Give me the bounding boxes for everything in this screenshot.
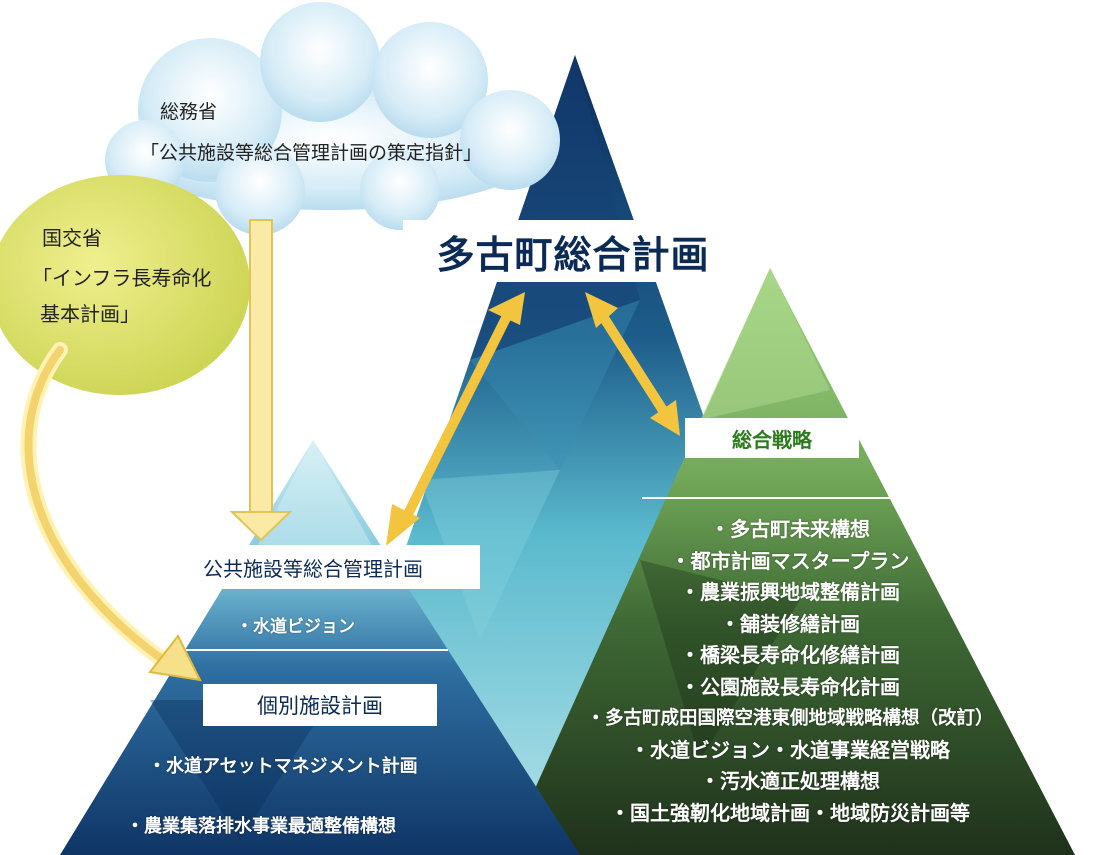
public-facility-item: ・水道ビジョン bbox=[236, 617, 355, 637]
kokkosho-plan-line1: 「インフラ長寿命化 bbox=[32, 266, 212, 290]
public-facility-pyramid bbox=[60, 440, 580, 855]
strategy-item: ・舗装修繕計画 bbox=[720, 611, 860, 636]
main-public-double-arrow bbox=[386, 292, 525, 546]
main-strategy-double-arrow bbox=[585, 292, 680, 436]
individual-plan-title: 個別施設計画 bbox=[203, 684, 437, 726]
public-facility-title-text: 公共施設等総合管理計画 bbox=[203, 556, 423, 581]
soumusho-arrowhead bbox=[229, 511, 293, 542]
strategy-pyramid-facet bbox=[640, 560, 800, 760]
strategy-item: ・水道ビジョン・水道事業経営戦略 bbox=[630, 737, 950, 762]
individual-plan-item: ・水道アセットマネジメント計画 bbox=[148, 756, 418, 777]
public-facility-pyramid-facet bbox=[150, 700, 330, 840]
strategy-item: ・公園施設長寿命化計画 bbox=[680, 674, 900, 699]
strategy-pyramid-facet bbox=[700, 268, 830, 420]
kokkosho-label: 国交省 bbox=[42, 226, 102, 250]
kokkosho-arrow bbox=[20, 342, 178, 673]
strategy-item: ・農業振興地域整備計画 bbox=[680, 580, 900, 604]
kokkosho-bubble bbox=[0, 175, 250, 395]
strategy-title: 総合戦略 bbox=[685, 418, 859, 458]
strategy-item: ・多古町成田国際空港東側地域戦略構想（改訂） bbox=[586, 708, 994, 729]
main-pyramid-facet bbox=[470, 300, 640, 470]
strategy-pyramid bbox=[505, 268, 1075, 855]
public-facility-title: 公共施設等総合管理計画 bbox=[146, 545, 480, 589]
strategy-item: ・多古町未来構想 bbox=[710, 517, 870, 541]
strategy-list: ・多古町未来構想 ・都市計画マスタープラン ・農業振興地域整備計画 ・舗装修繕計… bbox=[505, 514, 1075, 829]
strategy-item: ・都市計画マスタープラン bbox=[670, 548, 910, 573]
main-pyramid-facet bbox=[420, 470, 560, 640]
strategy-item: ・橋梁長寿命化修繕計画 bbox=[680, 643, 900, 667]
individual-plan-item: ・農業集落排水事業最適整備構想 bbox=[126, 816, 396, 837]
kokkosho-arrowhead bbox=[148, 634, 202, 682]
soumusho-label: 総務省 bbox=[160, 101, 218, 123]
main-plan-title: 多古町総合計画 bbox=[403, 220, 743, 282]
strategy-item: ・国土強靭化地域計画・地域防災計画等 bbox=[610, 800, 970, 825]
public-facility-pyramid-facet bbox=[250, 440, 380, 560]
strategy-title-text: 総合戦略 bbox=[732, 427, 812, 452]
kokkosho-arrow-inner bbox=[24, 346, 174, 669]
soumusho-arrow-shaft bbox=[249, 219, 273, 516]
strategy-item: ・汚水適正処理構想 bbox=[700, 769, 880, 793]
individual-plan-title-text: 個別施設計画 bbox=[257, 694, 383, 718]
main-plan-title-text: 多古町総合計画 bbox=[436, 232, 710, 277]
soumusho-guideline: 「公共施設等総合管理計画の策定指針」 bbox=[140, 142, 483, 164]
main-pyramid-facet bbox=[470, 55, 640, 360]
kokkosho-plan-line2: 基本計画」 bbox=[40, 302, 140, 326]
